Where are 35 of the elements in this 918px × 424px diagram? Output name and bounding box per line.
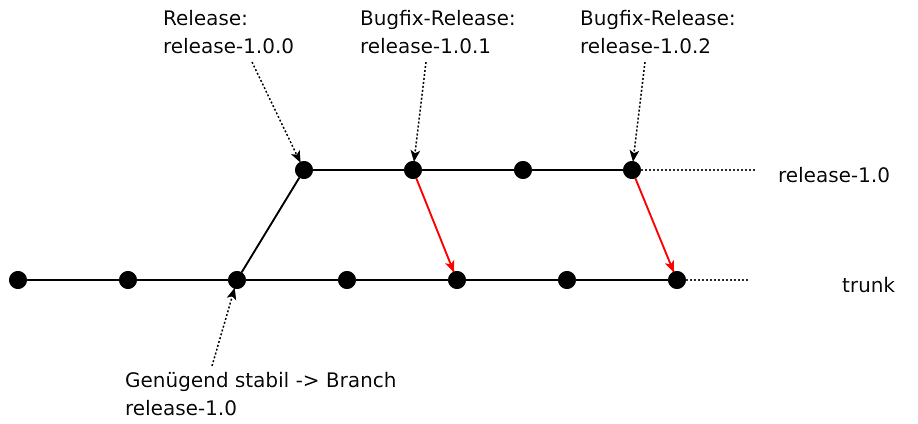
- commit-dot: [514, 161, 532, 179]
- continuation-line: [641, 169, 755, 171]
- annotation-text: Bugfix-Release: release-1.0.2: [580, 4, 750, 60]
- branch-label: release-1.0: [778, 162, 890, 189]
- branch-line: [240, 177, 300, 273]
- merge-arrow: [415, 178, 455, 273]
- leader-arrow: [251, 62, 301, 163]
- commit-dot: [668, 271, 686, 289]
- commit-dot: [295, 161, 313, 179]
- commit-dot: [558, 271, 576, 289]
- branch-label: trunk: [842, 272, 895, 299]
- commit-dot: [448, 271, 466, 289]
- branch-line: [356, 279, 448, 281]
- commit-dot: [9, 271, 27, 289]
- leader-arrow: [410, 62, 427, 162]
- branch-line: [246, 279, 338, 281]
- annotation-text: Bugfix-Release: release-1.0.1: [360, 4, 530, 60]
- branch-line: [27, 279, 119, 281]
- branch-line: [137, 279, 228, 281]
- merge-arrow: [634, 178, 675, 273]
- annotation-text: Genügend stabil -> Branch release-1.0: [125, 366, 415, 422]
- commit-dot: [623, 161, 641, 179]
- commit-dot: [228, 271, 246, 289]
- branch-line: [466, 279, 558, 281]
- commit-dot: [119, 271, 137, 289]
- annotation-text: Release: release-1.0.0: [163, 4, 333, 60]
- branch-line: [576, 279, 668, 281]
- branch-line: [313, 169, 404, 171]
- commit-dot: [404, 161, 422, 179]
- branch-line: [422, 169, 514, 171]
- leader-arrow: [211, 288, 236, 366]
- continuation-line: [686, 279, 750, 281]
- leader-arrow: [629, 62, 646, 162]
- branch-line: [532, 169, 623, 171]
- commit-dot: [338, 271, 356, 289]
